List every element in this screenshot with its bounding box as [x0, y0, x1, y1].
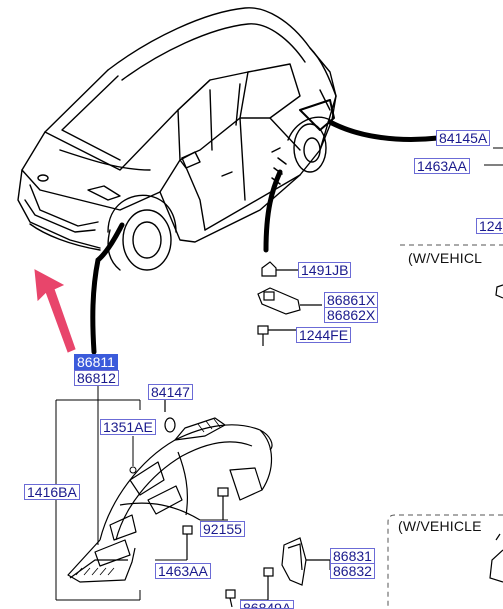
- label-1463aa-top[interactable]: 1463AA: [414, 158, 470, 174]
- leader-lines: [484, 147, 503, 166]
- label-1463aa-bottom[interactable]: 1463AA: [155, 563, 211, 579]
- highlight-arrow: [34, 269, 76, 353]
- label-86832[interactable]: 86832: [330, 563, 375, 579]
- label-86831[interactable]: 86831: [330, 548, 375, 564]
- label-86812[interactable]: 86812: [74, 370, 119, 386]
- nut-1351ae: [129, 436, 137, 474]
- label-124-partial[interactable]: 124: [476, 218, 503, 234]
- label-86861x[interactable]: 86861X: [324, 292, 379, 308]
- mudguard-partial-right: [489, 533, 503, 583]
- vehicle-note-top: (W/VEHICL: [408, 250, 483, 266]
- section-frames: [387, 244, 503, 607]
- label-92155[interactable]: 92155: [200, 521, 245, 537]
- callout-lines: [90, 119, 441, 355]
- label-1351ae[interactable]: 1351AE: [100, 419, 156, 435]
- car-illustration: [17, 7, 337, 271]
- fender-liner: [67, 417, 273, 583]
- screw-92155: [217, 487, 229, 520]
- vehicle-note-bottom: (W/VEHICLE: [398, 518, 482, 534]
- label-86811[interactable]: 86811: [74, 354, 118, 370]
- screw-1244fe: [257, 325, 296, 346]
- label-86849a-partial[interactable]: 86849A: [240, 600, 295, 609]
- screw-86849a: [225, 567, 274, 607]
- label-84147[interactable]: 84147: [148, 384, 193, 400]
- label-1416ba[interactable]: 1416BA: [24, 484, 80, 500]
- label-86862x[interactable]: 86862X: [324, 307, 379, 323]
- mudguard-86831: [281, 537, 330, 586]
- label-1244fe[interactable]: 1244FE: [296, 327, 352, 343]
- clip-84147: [164, 398, 176, 433]
- hardware-clip-1491jb: [261, 261, 298, 277]
- hardware-partial-right: [495, 284, 503, 299]
- label-1491jb[interactable]: 1491JB: [298, 262, 352, 278]
- bracket-86861x: [257, 287, 322, 315]
- screw-1463aa: [182, 525, 193, 560]
- label-84145a[interactable]: 84145A: [436, 130, 491, 146]
